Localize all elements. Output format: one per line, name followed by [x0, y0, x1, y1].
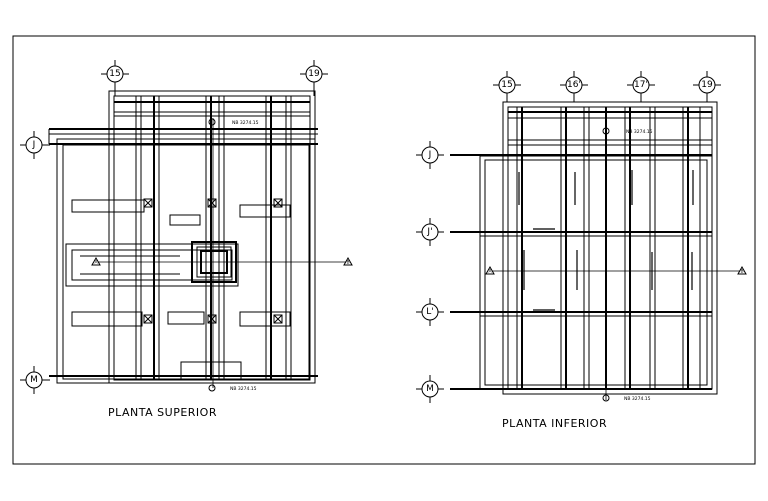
inferior-axis-J: J — [416, 141, 444, 169]
axis-label: M — [426, 384, 434, 394]
axis-label: M — [30, 375, 38, 385]
svg-text:NB 3274.15: NB 3274.15 — [626, 129, 653, 135]
caption-planta-inferior: PLANTA INFERIOR — [502, 417, 607, 430]
inferior-section-mark-bottom: NB 3274.15 — [602, 394, 651, 402]
inferior-outer-frame — [502, 101, 718, 395]
inferior-lower-frame — [479, 155, 713, 390]
plan-inferior — [450, 90, 742, 400]
inferior-axis-16p: 16' — [560, 71, 588, 99]
superior-section-mark-top: NB 3274.15 — [208, 118, 259, 126]
superior-central-band — [65, 243, 239, 287]
caption-planta-superior: PLANTA SUPERIOR — [108, 406, 217, 419]
inferior-inner-frame — [507, 106, 713, 390]
svg-text:A: A — [94, 260, 98, 266]
superior-axis-J: J — [20, 131, 48, 159]
svg-text:NB 3274.15: NB 3274.15 — [230, 386, 257, 392]
axis-label: J' — [426, 227, 432, 237]
svg-text:A: A — [488, 269, 492, 275]
inferior-cut-arrows: A B — [485, 265, 747, 275]
plan-superior — [24, 76, 348, 388]
inferior-rebar-marks — [518, 170, 694, 311]
axis-label: 19 — [701, 80, 713, 90]
inferior-axis-17p: 17' — [627, 71, 655, 99]
axis-label: J — [32, 140, 36, 150]
axis-label: J — [428, 150, 432, 160]
svg-text:B: B — [346, 260, 349, 266]
axis-label: 16' — [567, 80, 581, 90]
svg-text:NB 3274.15: NB 3274.15 — [624, 396, 651, 402]
superior-section-mark-bottom: NB 3274.15 — [208, 384, 257, 392]
sheet-border — [12, 35, 756, 465]
svg-text:NB 3274.15: NB 3274.15 — [232, 120, 259, 126]
inferior-axis-15: 15 — [493, 71, 521, 99]
inferior-axis-Lp: L' — [416, 298, 444, 326]
inferior-axis-M: M — [416, 375, 444, 403]
axis-label: 17' — [634, 80, 648, 90]
inferior-axis-Jp: J' — [416, 218, 444, 246]
superior-cut-arrows: A B — [91, 256, 353, 266]
superior-axis-15: 15 — [101, 60, 129, 88]
inferior-vertical-beams — [516, 107, 701, 389]
axis-label: L' — [426, 307, 434, 317]
superior-columns — [143, 198, 283, 324]
inferior-axis-19: 19 — [693, 71, 721, 99]
axis-label: 15 — [501, 80, 512, 90]
svg-text:B: B — [740, 269, 743, 275]
superior-axis-19: 19 — [300, 60, 328, 88]
superior-vertical-beams — [135, 96, 292, 380]
superior-axis-M: M — [20, 366, 48, 394]
inferior-section-mark-top: NB 3274.15 — [602, 127, 653, 135]
superior-upper-frame — [108, 90, 316, 384]
axis-label: 15 — [109, 69, 120, 79]
axis-label: 19 — [308, 69, 320, 79]
